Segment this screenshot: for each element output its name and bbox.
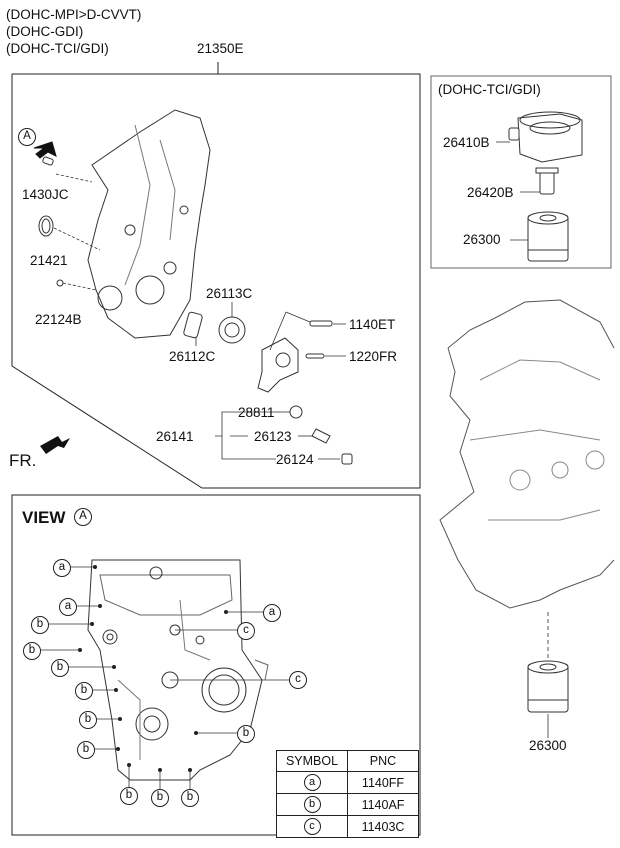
pnc-value: 11403C — [347, 815, 419, 838]
symbol-a: a — [303, 774, 321, 791]
view-title: VIEW — [22, 508, 66, 527]
callout-b: b — [181, 789, 199, 807]
part-label-26300-engine: 26300 — [529, 738, 567, 753]
part-label-21421: 21421 — [30, 253, 68, 268]
part-label-1430jc: 1430JC — [22, 187, 69, 202]
callout-a: a — [59, 598, 77, 616]
symbol-column-header: SYMBOL — [276, 750, 348, 772]
part-label-21350e: 21350E — [197, 41, 244, 56]
part-label-26420b: 26420B — [467, 185, 514, 200]
part-label-1140et: 1140ET — [349, 317, 396, 332]
pnc-value: 1140FF — [347, 771, 419, 794]
table-header-row: SYMBOL PNC — [276, 750, 419, 772]
inset-title: (DOHC-TCI/GDI) — [438, 82, 541, 97]
symbol-table: SYMBOL PNC a 1140FF b 1140AF c 11403C — [276, 750, 419, 838]
callout-b: b — [79, 711, 97, 729]
part-label-26141: 26141 — [156, 429, 194, 444]
callout-b: b — [23, 642, 41, 660]
header-line-2: (DOHC-GDI) — [6, 24, 84, 39]
symbol-c: c — [303, 818, 321, 835]
callout-b: b — [151, 789, 169, 807]
front-direction-label: FR. — [9, 451, 37, 470]
table-row: c 11403C — [276, 815, 419, 838]
view-title-marker: A — [74, 508, 92, 526]
callout-b: b — [77, 741, 95, 759]
callout-b: b — [31, 616, 49, 634]
callout-a: a — [53, 559, 71, 577]
table-row: a 1140FF — [276, 771, 419, 794]
header-line-1: (DOHC-MPI>D-CVVT) — [6, 7, 142, 22]
part-label-26123: 26123 — [254, 429, 292, 444]
callout-b: b — [75, 682, 93, 700]
view-marker-a: A — [18, 128, 36, 146]
part-label-22124b: 22124B — [35, 312, 82, 327]
callout-b: b — [120, 787, 138, 805]
table-row: b 1140AF — [276, 793, 419, 816]
header-line-3: (DOHC-TCI/GDI) — [6, 41, 109, 56]
callout-a: a — [263, 604, 281, 622]
callout-c: c — [237, 622, 255, 640]
symbol-b: b — [303, 796, 321, 813]
part-label-26112c: 26112C — [169, 349, 216, 364]
part-label-26113c: 26113C — [206, 286, 253, 301]
part-label-26410b: 26410B — [443, 135, 490, 150]
callout-b: b — [237, 725, 255, 743]
part-label-1220fr: 1220FR — [349, 349, 398, 364]
callout-b: b — [51, 659, 69, 677]
part-label-26300-inset: 26300 — [463, 232, 501, 247]
callout-c: c — [289, 671, 307, 689]
part-label-28811: 28811 — [238, 405, 275, 420]
pnc-value: 1140AF — [347, 793, 419, 816]
part-label-26124: 26124 — [276, 452, 314, 467]
pnc-column-header: PNC — [347, 750, 419, 772]
